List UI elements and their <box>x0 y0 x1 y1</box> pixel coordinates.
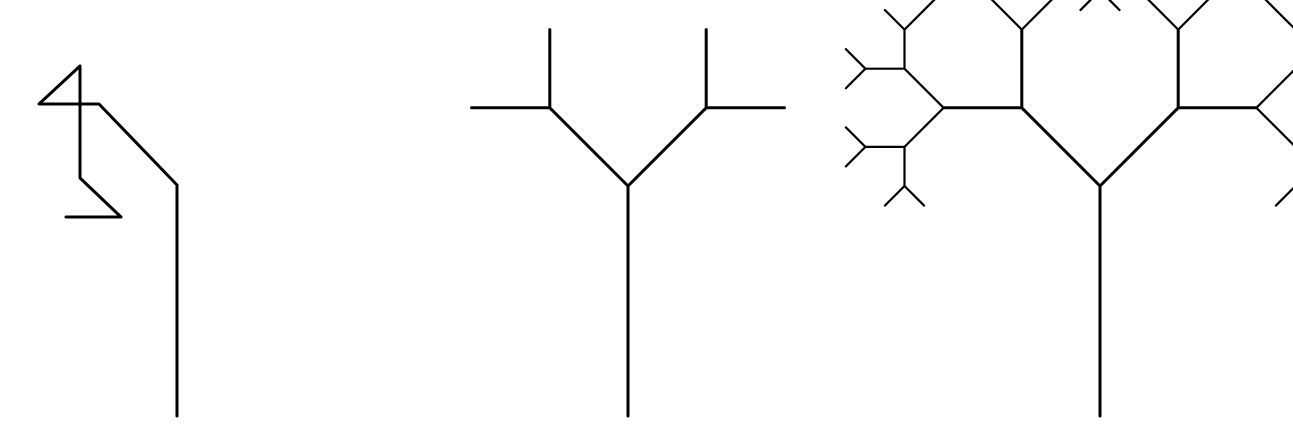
tree-branch-depth-5 <box>883 184 906 207</box>
tree-branch-depth-3 <box>1020 0 1053 31</box>
figure-tree-depth-2 <box>470 28 786 418</box>
tree-branch-depth-5 <box>903 184 926 207</box>
tree-branch-depth-5 <box>844 67 867 90</box>
tree-branch-depth-5 <box>1274 8 1293 29</box>
tree-branch-depth-5 <box>1079 0 1093 12</box>
tree-branch-depth-5 <box>922 0 936 12</box>
tree-branch-depth-5 <box>844 145 867 168</box>
tree-branch-depth-5 <box>1274 186 1293 207</box>
tree-branch-depth-5 <box>844 126 867 148</box>
figure-bent-path <box>37 64 179 418</box>
tree-branch-depth-5 <box>883 8 906 31</box>
bent-path-line <box>37 64 179 418</box>
tree-branch-depth-3 <box>903 67 945 109</box>
tree-branch-depth-3 <box>1255 69 1293 109</box>
tree-branch-depth-5 <box>1107 0 1121 12</box>
tree-branch-depth-1 <box>1098 106 1180 188</box>
tree-branch-depth-5 <box>844 48 867 70</box>
tree-branch-depth-1 <box>548 106 630 188</box>
tree-branch-depth-5 <box>1264 0 1278 12</box>
tree-branch-depth-3 <box>1147 0 1180 31</box>
figure-tree-depth-5 <box>844 0 1293 418</box>
tree-branch-depth-3 <box>1255 106 1293 146</box>
tree-branch-depth-1 <box>1020 106 1102 188</box>
tree-branch-depth-3 <box>990 0 1023 31</box>
tree-branch-depth-3 <box>1177 0 1210 31</box>
tree-branch-depth-1 <box>626 106 708 188</box>
tree-branch-depth-3 <box>903 106 945 148</box>
tree-branch-depth-5 <box>903 8 926 31</box>
